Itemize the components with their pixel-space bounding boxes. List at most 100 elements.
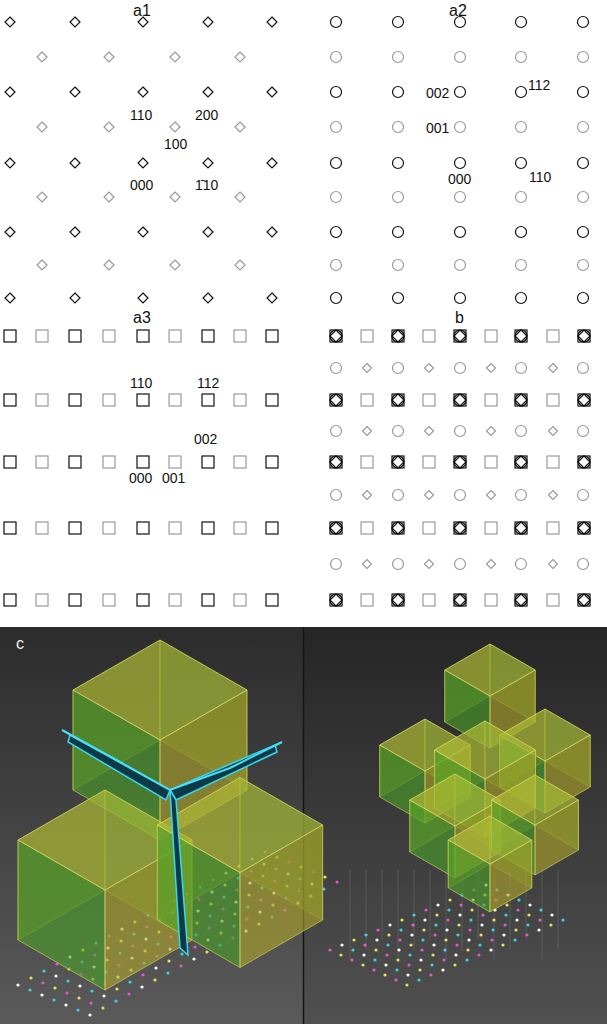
- diffraction-dot: [441, 968, 444, 971]
- cube-face: [73, 640, 247, 740]
- diamond-point: [203, 227, 213, 237]
- diamond-point: [5, 87, 15, 97]
- diamond-point: [487, 364, 496, 373]
- diffraction-dot: [478, 943, 481, 946]
- diffraction-dot: [66, 979, 69, 982]
- square-point: [137, 394, 149, 406]
- diffraction-dot: [409, 943, 412, 946]
- diffraction-dot: [454, 953, 457, 956]
- diamond-point: [549, 560, 558, 569]
- diamond-point: [549, 427, 558, 436]
- diffraction-dot: [417, 978, 420, 981]
- diamond-point: [5, 17, 15, 27]
- circle-point: [330, 394, 342, 406]
- circle-point: [455, 260, 466, 271]
- diffraction-dot: [477, 953, 480, 956]
- square-point: [234, 330, 246, 342]
- circle-point: [455, 559, 466, 570]
- square-point: [137, 330, 149, 342]
- diamond-point: [170, 122, 180, 132]
- diffraction-dot: [205, 950, 208, 953]
- diffraction-dot: [102, 994, 105, 997]
- diffraction-dot: [328, 948, 331, 951]
- diamond-point: [363, 491, 372, 500]
- circle-point: [578, 559, 589, 570]
- diffraction-dot: [456, 933, 459, 936]
- diamond-point: [235, 52, 245, 62]
- diffraction-dot: [394, 978, 397, 981]
- circle-point: [454, 330, 466, 342]
- diffraction-dot: [515, 918, 518, 921]
- diffraction-dot: [54, 974, 57, 977]
- circle-point: [578, 52, 589, 63]
- miller-index: 000: [448, 172, 471, 186]
- diamond-point: [487, 427, 496, 436]
- square-point: [69, 330, 81, 342]
- diamond-point: [330, 594, 342, 606]
- square-point: [234, 594, 246, 606]
- diffraction-dot: [446, 918, 449, 921]
- diffraction-dot: [375, 938, 378, 941]
- square-point: [454, 394, 466, 406]
- square-point: [547, 522, 559, 534]
- square-point: [515, 456, 527, 468]
- square-point: [515, 522, 527, 534]
- circle-point: [331, 293, 342, 304]
- diffraction-dot: [513, 938, 516, 941]
- lattice-points: [4, 17, 590, 607]
- diffraction-dot: [351, 948, 354, 951]
- diffraction-dot: [423, 918, 426, 921]
- render-background: [304, 627, 607, 1024]
- diamond-point: [104, 260, 114, 270]
- diffraction-dot: [115, 987, 118, 990]
- square-point: [103, 330, 115, 342]
- square-point: [169, 522, 181, 534]
- miller-index: 112: [197, 376, 219, 390]
- square-point: [103, 394, 115, 406]
- square-point: [454, 594, 466, 606]
- diamond-point: [5, 158, 15, 168]
- diffraction-dot: [504, 913, 507, 916]
- circle-point: [393, 158, 404, 169]
- square-point: [423, 522, 435, 534]
- square-point: [169, 456, 181, 468]
- diffraction-dot: [538, 918, 541, 921]
- crystal-render: [16, 640, 590, 1017]
- cube-face: [445, 644, 535, 696]
- diffraction-dot: [153, 978, 156, 981]
- circle-point: [393, 192, 404, 203]
- square-point: [515, 594, 527, 606]
- circle-point: [392, 522, 404, 534]
- diffraction-dot: [526, 923, 529, 926]
- circle-point: [578, 394, 590, 406]
- diffraction-dot: [469, 918, 472, 921]
- circle-point: [331, 559, 342, 570]
- circle-point: [516, 426, 527, 437]
- square-point: [361, 594, 373, 606]
- circle-point: [578, 17, 589, 28]
- diamond-point: [578, 456, 590, 468]
- miller-index: 001: [162, 471, 185, 485]
- boundary-plane: [68, 735, 170, 800]
- cube-face: [448, 816, 532, 864]
- square-point: [485, 522, 497, 534]
- diffraction-dot: [154, 966, 157, 969]
- diamond-point: [578, 594, 590, 606]
- diffraction-dot: [458, 913, 461, 916]
- square-point: [202, 330, 214, 342]
- diamond-point: [454, 330, 466, 342]
- diffraction-dot: [429, 973, 432, 976]
- diffraction-dot: [418, 968, 421, 971]
- circle-point: [516, 52, 527, 63]
- diamond-point: [104, 122, 114, 132]
- square-point: [515, 394, 527, 406]
- diamond-point: [578, 330, 590, 342]
- circle-point: [455, 490, 466, 501]
- circle-point: [515, 594, 527, 606]
- diffraction-dot: [436, 903, 439, 906]
- circle-point: [516, 158, 527, 169]
- diamond-point: [70, 17, 80, 27]
- square-point: [423, 394, 435, 406]
- square-point: [485, 330, 497, 342]
